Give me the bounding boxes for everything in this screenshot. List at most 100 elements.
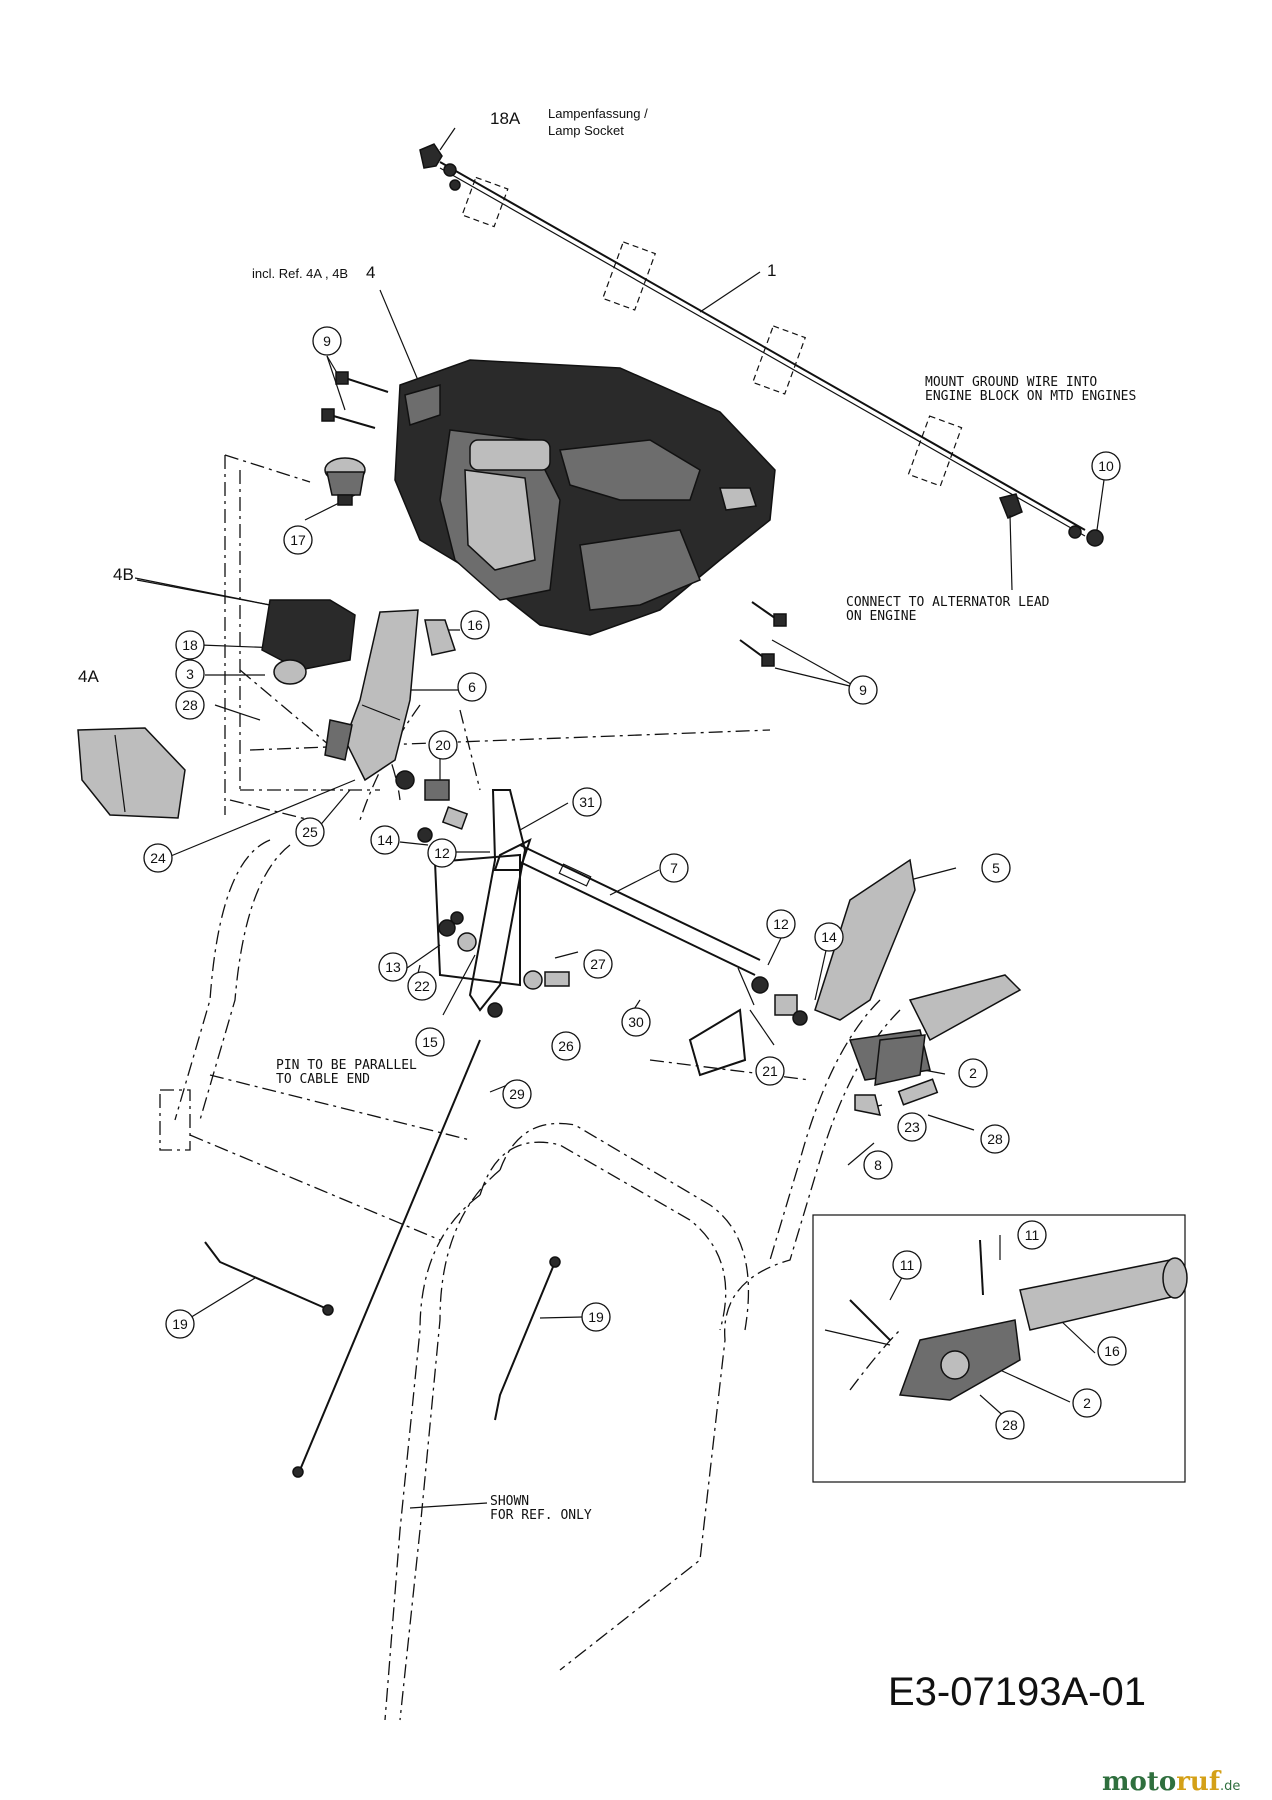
note-alternator-1: CONNECT TO ALTERNATOR LEAD — [846, 595, 1050, 610]
callout-number: 11 — [900, 1257, 915, 1273]
callout-c6: 6 — [457, 672, 487, 702]
callout-number: 6 — [468, 679, 476, 695]
callout-c8: 8 — [863, 1150, 893, 1180]
callout-number: 16 — [1104, 1343, 1120, 1359]
callout-number: 10 — [1098, 458, 1114, 474]
note-lamp-socket-de: Lampenfassung / — [548, 106, 648, 121]
callout-c28b: 28 — [980, 1124, 1010, 1154]
note-shown-1: SHOWN — [490, 1494, 529, 1509]
callout-c31: 31 — [572, 787, 602, 817]
callout-c17: 17 — [283, 525, 313, 555]
callout-c28c: 28 — [995, 1410, 1025, 1440]
cable-part-19-left — [204, 1241, 334, 1316]
callout-number: 16 — [467, 617, 483, 633]
inset-detail — [812, 1214, 1188, 1483]
grip-part-16-upper — [424, 619, 456, 656]
callout-number: 19 — [588, 1309, 604, 1325]
callout-number: 17 — [290, 532, 306, 548]
callout-c14b: 14 — [814, 922, 844, 952]
callout-c18: 18 — [175, 630, 205, 660]
callout-c11a: 11 — [1017, 1220, 1047, 1250]
note-pin-1: PIN TO BE PARALLEL — [276, 1058, 417, 1073]
callout-number: 24 — [150, 850, 166, 866]
console-part-4 — [394, 359, 776, 636]
label-4B: 4B — [113, 565, 134, 584]
cable-part-29 — [292, 1039, 481, 1478]
logo-tld: .de — [1220, 1779, 1240, 1794]
cable-part-19-center — [494, 1256, 561, 1421]
callout-c12b: 12 — [766, 909, 796, 939]
callout-number: 19 — [172, 1316, 188, 1332]
callout-number: 31 — [579, 794, 595, 810]
callout-number: 22 — [414, 978, 430, 994]
label-4A: 4A — [78, 667, 99, 686]
callout-number: 27 — [590, 956, 606, 972]
label-18A: 18A — [490, 109, 521, 128]
bracket-part-2-right — [854, 1034, 939, 1116]
callout-number: 30 — [628, 1014, 644, 1030]
callout-c19b: 19 — [581, 1302, 611, 1332]
leader-lines — [134, 127, 1105, 1509]
diagram-code: E3-07193A-01 — [888, 1670, 1146, 1714]
callout-number: 9 — [859, 682, 867, 698]
callout-number: 23 — [904, 1119, 920, 1135]
callout-c19a: 19 — [165, 1309, 195, 1339]
hardware-misc — [438, 919, 808, 1026]
wire-harness-part-1 — [419, 143, 1104, 547]
callout-c25: 25 — [295, 817, 325, 847]
callout-number: 25 — [302, 824, 318, 840]
callout-number: 28 — [1002, 1417, 1018, 1433]
lamp-shield-part-4B — [261, 599, 356, 685]
callout-number: 3 — [186, 666, 194, 682]
callout-c12a: 12 — [427, 838, 457, 868]
callout-c2b: 2 — [1072, 1388, 1102, 1418]
logo-part-b: ruf — [1176, 1767, 1222, 1797]
note-lamp-socket-en: Lamp Socket — [548, 123, 624, 138]
callout-c11b: 11 — [892, 1250, 922, 1280]
callout-number: 8 — [874, 1157, 882, 1173]
callout-c23: 23 — [897, 1112, 927, 1142]
logo-part-a: moto — [1102, 1767, 1176, 1797]
callout-number: 12 — [434, 845, 450, 861]
callout-number: 5 — [992, 860, 1000, 876]
note-alternator-2: ON ENGINE — [846, 609, 916, 624]
lever-part-31 — [468, 789, 527, 1012]
callout-c28a: 28 — [175, 690, 205, 720]
callout-c3: 3 — [175, 659, 205, 689]
callout-c10: 10 — [1091, 451, 1121, 481]
callout-c22: 22 — [407, 971, 437, 1001]
label-1: 1 — [767, 261, 776, 280]
callout-number: 20 — [435, 737, 451, 753]
callout-c9b: 9 — [848, 675, 878, 705]
callout-c7: 7 — [659, 853, 689, 883]
callout-number: 28 — [182, 697, 198, 713]
note-pin-2: TO CABLE END — [276, 1072, 370, 1087]
callout-c30: 30 — [621, 1007, 651, 1037]
callout-c26: 26 — [551, 1031, 581, 1061]
callout-c27: 27 — [583, 949, 613, 979]
callout-c2a: 2 — [958, 1058, 988, 1088]
callout-c16a: 16 — [460, 610, 490, 640]
callout-c21: 21 — [755, 1056, 785, 1086]
crossbar-part-7 — [433, 838, 761, 1077]
callout-number: 11 — [1025, 1227, 1040, 1243]
callout-c9a: 9 — [312, 326, 342, 356]
callout-c20: 20 — [428, 730, 458, 760]
callout-number: 9 — [323, 333, 331, 349]
svg-text:motoruf.de: motoruf.de — [1102, 1767, 1240, 1797]
callout-number: 26 — [558, 1038, 574, 1054]
callout-number: 28 — [987, 1131, 1003, 1147]
note-incl-ref: incl. Ref. 4A , 4B — [252, 266, 348, 281]
watermark-logo: motoruf.de — [1102, 1767, 1240, 1797]
callout-c29: 29 — [502, 1079, 532, 1109]
callout-number: 2 — [1083, 1395, 1091, 1411]
callout-c13: 13 — [378, 952, 408, 982]
callout-c5: 5 — [981, 853, 1011, 883]
callout-number: 2 — [969, 1065, 977, 1081]
callout-c24: 24 — [143, 843, 173, 873]
callout-number: 29 — [509, 1086, 525, 1102]
note-ground-wire-1: MOUNT GROUND WIRE INTO — [925, 375, 1097, 390]
note-shown-2: FOR REF. ONLY — [490, 1508, 592, 1523]
label-4: 4 — [366, 263, 375, 282]
